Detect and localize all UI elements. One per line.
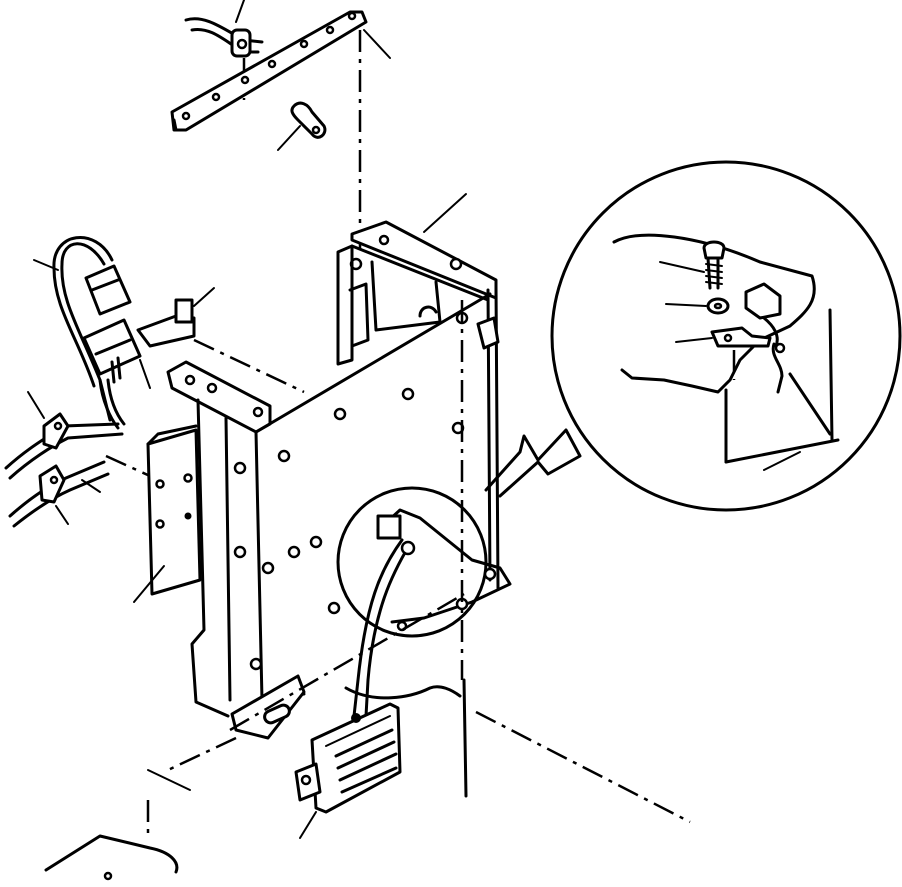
- detail-connector: [744, 282, 786, 394]
- top-bracket-plate: [170, 10, 391, 132]
- detail-ground-terminal: [675, 326, 772, 380]
- detail-circle-large: [550, 160, 902, 512]
- wire-terminal: [277, 101, 327, 151]
- controller-bracket: [166, 193, 500, 718]
- lower-support: [147, 300, 691, 824]
- connector: [82, 264, 151, 389]
- small-clip: [136, 287, 215, 348]
- regulator-module: [294, 702, 402, 839]
- detail-washer: [665, 297, 730, 315]
- base-outline: [44, 800, 179, 881]
- cover-plate: [133, 424, 202, 603]
- wire-harness: [33, 235, 126, 430]
- hose-clamp-top: [184, 0, 264, 58]
- detail-circle-small: [336, 486, 512, 718]
- hose-clamp-left-lower: [8, 460, 110, 528]
- callout-arrow: [484, 428, 582, 498]
- detail-bolt: [659, 240, 726, 290]
- guide-line-clip: [193, 338, 305, 394]
- hose-clamp-left-upper: [4, 391, 124, 480]
- guide-line-hose: [105, 454, 151, 478]
